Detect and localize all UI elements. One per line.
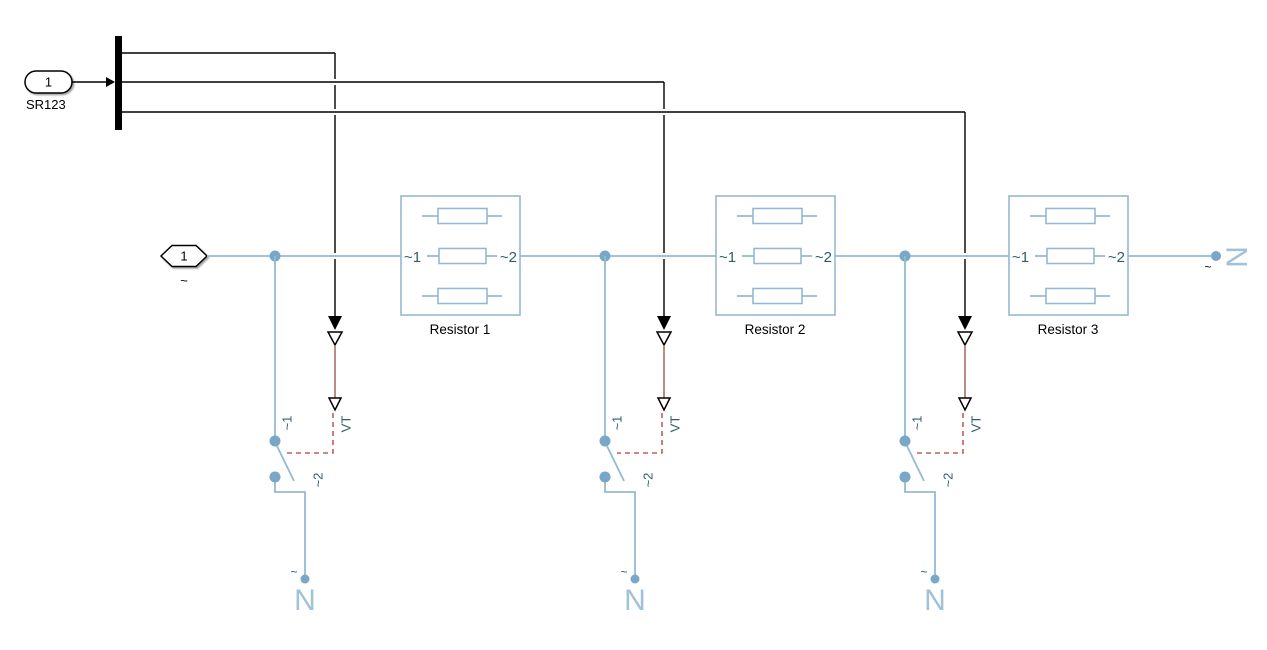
breaker1-neutral-label: N	[294, 584, 316, 617]
resistor3-name-label: Resistor 3	[1038, 322, 1099, 337]
breaker-switch-1[interactable]: ~1 ~2 ~ N	[269, 256, 326, 617]
breaker1-neutral-tilde: ~	[290, 565, 297, 579]
breaker-switch-3[interactable]: ~1 ~2 ~ N	[899, 256, 956, 617]
source-port-number: 1	[180, 249, 187, 264]
output-neutral-terminal[interactable]: ~ N	[1204, 246, 1252, 274]
arrowhead-icon	[106, 77, 115, 87]
port-triangle-icon	[956, 331, 974, 347]
down-arrowhead-icon	[958, 316, 972, 330]
resistor1-name-label: Resistor 1	[430, 322, 491, 337]
resistor1-port-right-label: ~2	[500, 249, 517, 266]
resistor2-port-right-label: ~2	[815, 249, 832, 266]
breaker2-port2-label: ~2	[641, 473, 656, 488]
resistor2-name-label: Resistor 2	[745, 322, 806, 337]
breaker1-sensor-label: VT	[339, 416, 354, 433]
output-tilde-label: ~	[1204, 260, 1211, 274]
breaker3-port1-label: ~1	[910, 416, 925, 431]
resistor2-port-left-label: ~1	[719, 249, 736, 266]
breaker3-sensor-label: VT	[969, 416, 984, 433]
inport-name-label: SR123	[26, 97, 66, 112]
breaker3-neutral-tilde: ~	[920, 565, 927, 579]
breaker3-port2-label: ~2	[941, 473, 956, 488]
resistor3-port-left-label: ~1	[1012, 249, 1029, 266]
breaker2-port1-label: ~1	[610, 416, 625, 431]
resistor-block-2[interactable]: ~1 ~2	[715, 195, 836, 316]
down-arrowhead-icon	[328, 316, 342, 330]
output-neutral-label: N	[1220, 246, 1253, 268]
breaker2-sensor-label: VT	[668, 416, 683, 433]
inport-number: 1	[45, 75, 52, 90]
breaker2-control[interactable]: VT	[617, 316, 683, 454]
inport-block[interactable]: 1	[24, 70, 73, 94]
breaker1-port2-label: ~2	[311, 473, 326, 488]
demux-bar[interactable]	[115, 36, 122, 130]
breaker3-trigger-wire[interactable]	[917, 413, 964, 454]
breaker2-neutral-label: N	[624, 584, 646, 617]
breaker2-trigger-wire[interactable]	[617, 413, 663, 454]
resistor3-port-right-label: ~2	[1108, 249, 1125, 266]
breaker1-control[interactable]: VT	[287, 316, 354, 454]
breaker2-neutral-tilde: ~	[620, 565, 627, 579]
resistor-block-3[interactable]: ~1 ~2	[1008, 195, 1129, 316]
breaker3-neutral-label: N	[924, 584, 946, 617]
port-triangle-icon	[327, 397, 343, 412]
breaker3-control[interactable]: VT	[917, 316, 984, 454]
resistor1-port-left-label: ~1	[404, 249, 421, 266]
breaker1-port1-label: ~1	[280, 416, 295, 431]
source-connection-port[interactable]: 1	[159, 244, 209, 268]
port-triangle-icon	[957, 397, 973, 412]
port-triangle-icon	[655, 331, 673, 347]
down-arrowhead-icon	[657, 316, 671, 330]
port-triangle-icon	[326, 331, 344, 347]
resistor-block-1[interactable]: ~1 ~2	[400, 195, 521, 316]
breaker-switch-2[interactable]: ~1 ~2 ~ N	[599, 256, 656, 617]
port-triangle-icon	[656, 397, 672, 412]
source-port-tilde-label: ~	[180, 273, 188, 288]
breaker1-trigger-wire[interactable]	[287, 413, 334, 454]
